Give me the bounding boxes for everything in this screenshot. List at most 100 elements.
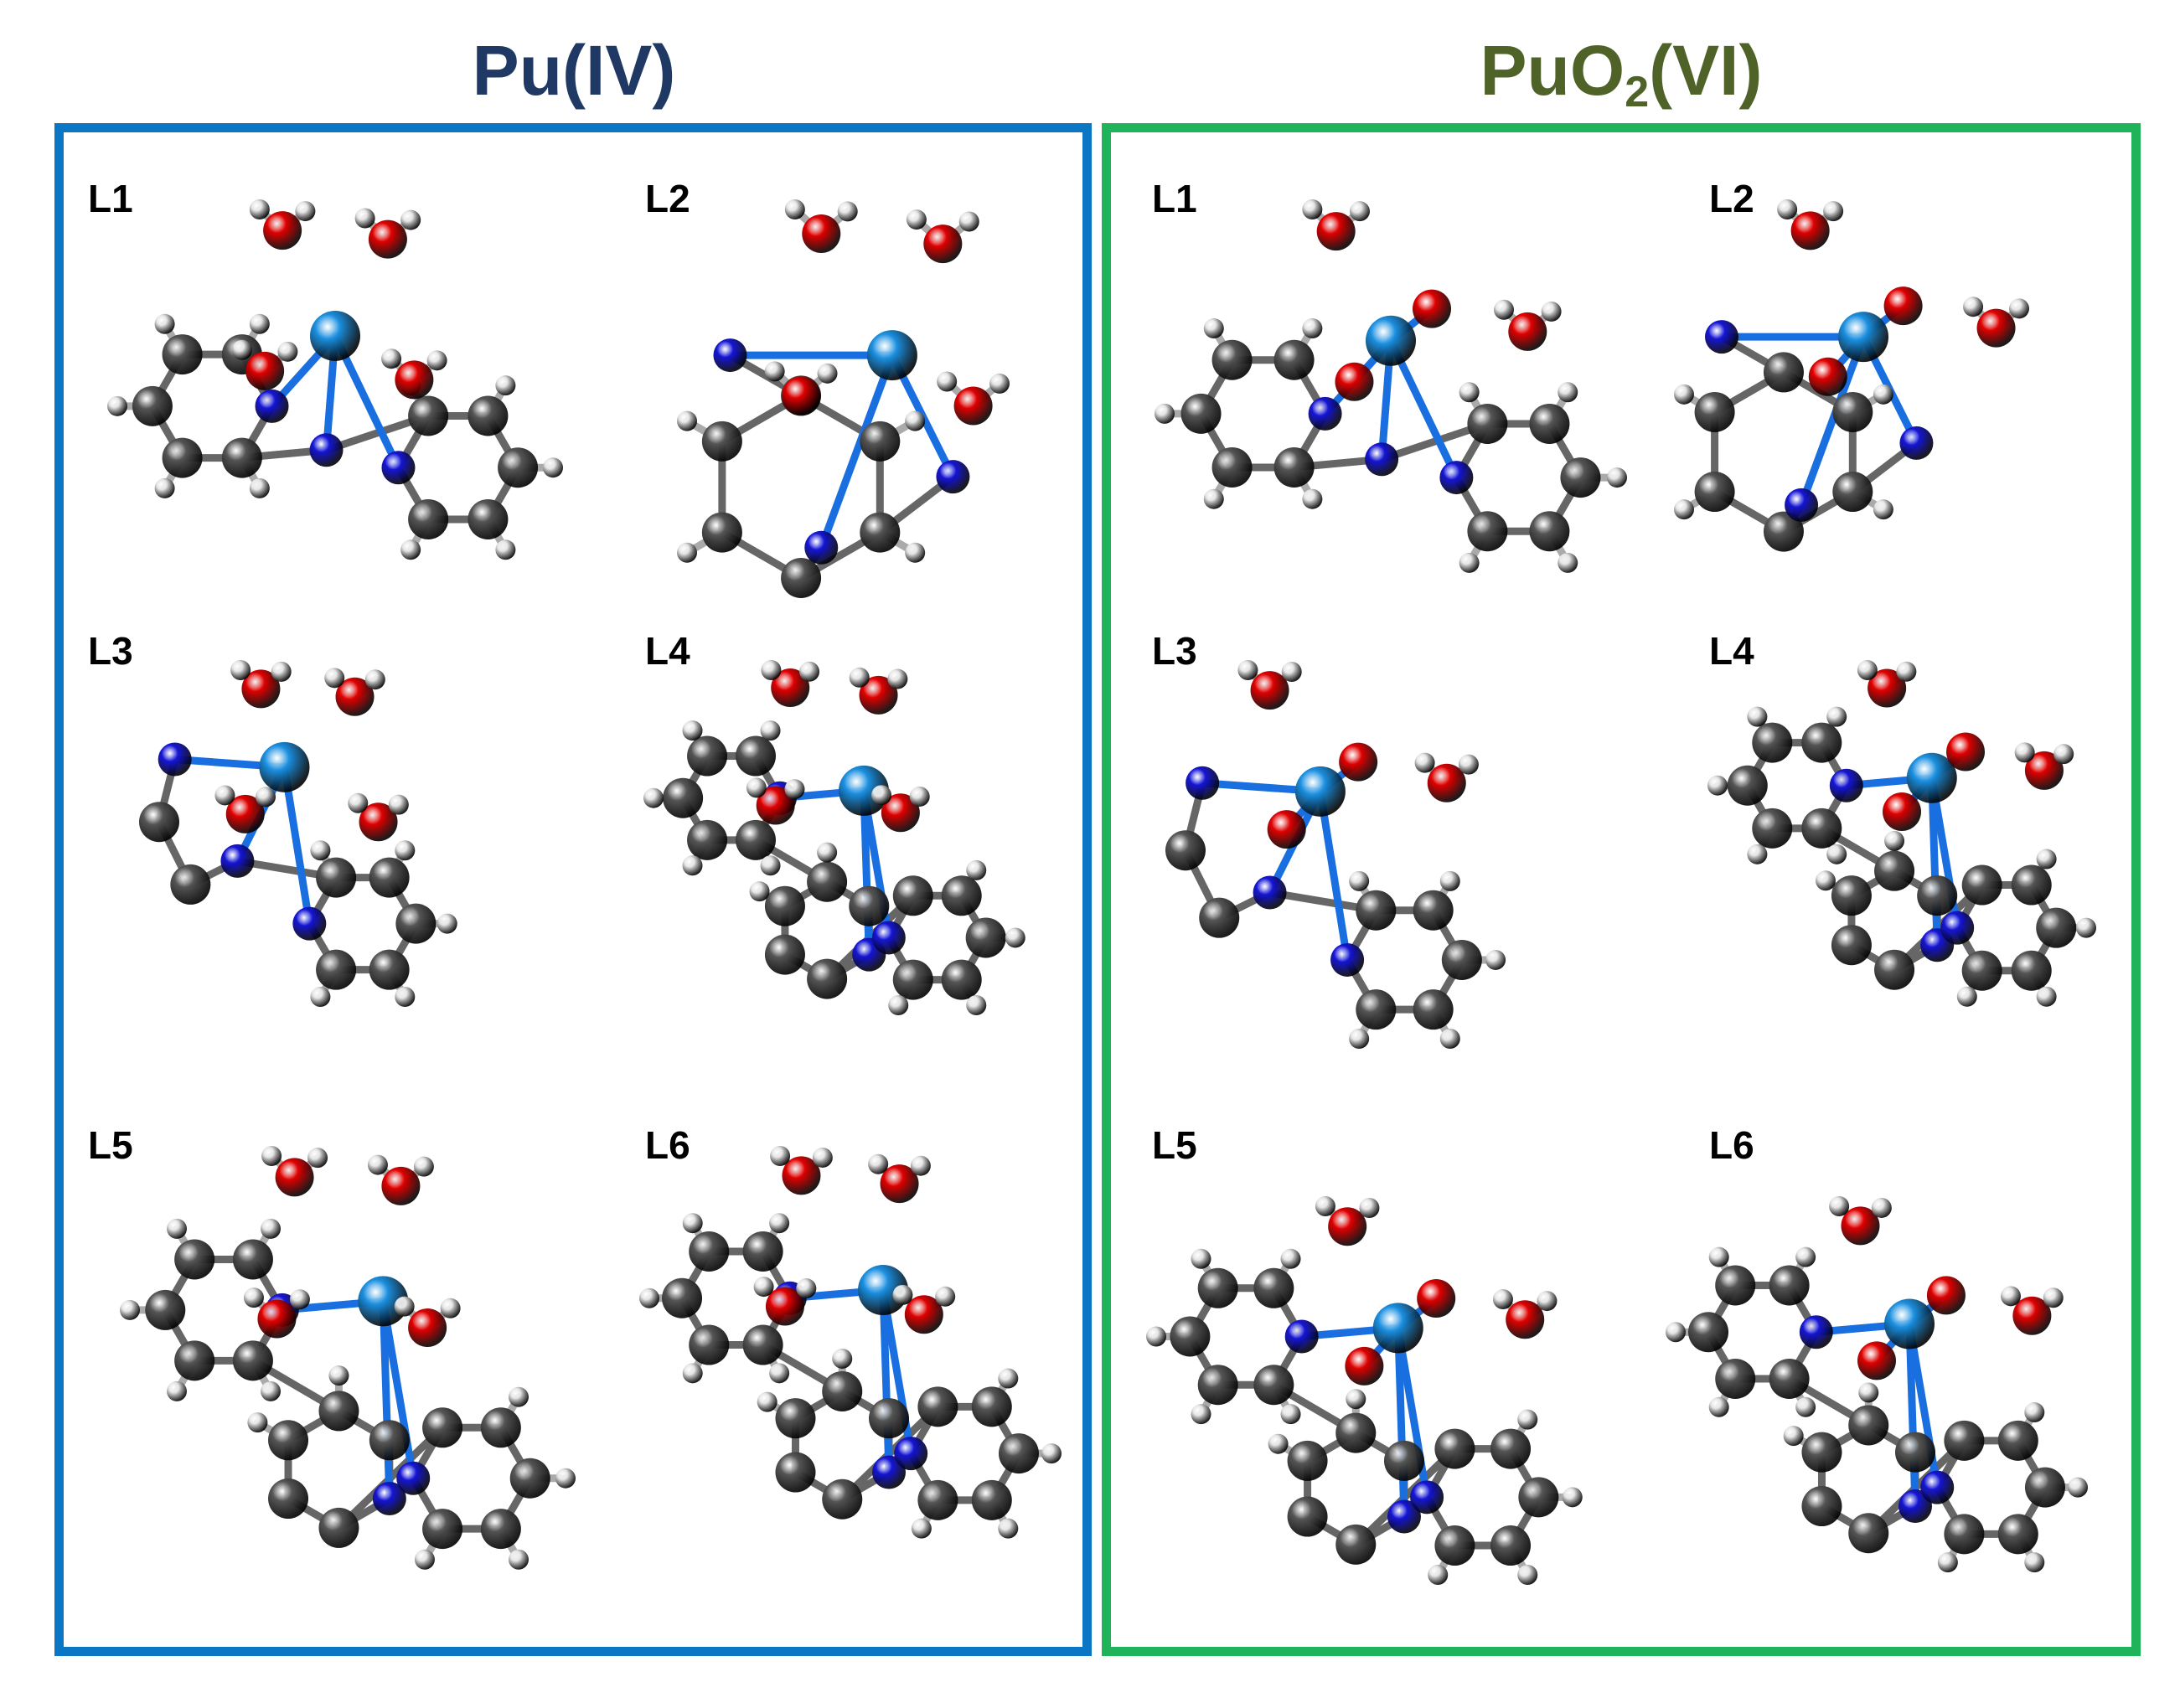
- bond: [1905, 1319, 1919, 1510]
- hydrogen-atom: [2036, 849, 2057, 869]
- carbon-atom: [1763, 352, 1804, 393]
- carbon-atom: [1801, 808, 1842, 849]
- carbon-atom: [1715, 1265, 1756, 1306]
- oxygen-atom: [765, 1287, 804, 1326]
- bond: [1387, 337, 1460, 482]
- oxygen-atom: [1328, 1207, 1367, 1246]
- carbon-atom: [422, 1407, 463, 1448]
- hydrogen-atom: [348, 792, 369, 813]
- plutonium-atom: [358, 1276, 409, 1327]
- hydrogen-atom: [1537, 1291, 1558, 1312]
- hydrogen-atom: [167, 1380, 188, 1401]
- plutonium-atom: [259, 741, 310, 792]
- hydrogen-atom: [1823, 201, 1844, 222]
- nitrogen-atom: [1920, 1470, 1955, 1504]
- oxygen-atom: [1417, 1279, 1456, 1318]
- hydrogen-atom: [1146, 1326, 1166, 1347]
- bond: [1316, 787, 1351, 964]
- nitrogen-atom: [1898, 1489, 1933, 1524]
- hydrogen-atom: [1349, 201, 1370, 222]
- oxygen-atom: [1316, 212, 1356, 251]
- hydrogen-atom: [749, 881, 770, 902]
- carbon-atom: [318, 1507, 359, 1548]
- carbon-atom: [849, 885, 890, 926]
- carbon-atom: [145, 1289, 186, 1330]
- bond: [1394, 1324, 1408, 1521]
- hydrogen-atom: [769, 1213, 790, 1234]
- hydrogen-atom: [1558, 382, 1578, 403]
- hydrogen-atom: [324, 668, 345, 689]
- carbon-atom: [1529, 403, 1570, 444]
- hydrogen-atom: [905, 542, 926, 563]
- nitrogen-atom: [372, 1482, 406, 1516]
- carbon-atom: [1490, 1525, 1532, 1566]
- carbon-atom: [1694, 391, 1735, 432]
- molecule-puo2-vi-l5: [1146, 1196, 1583, 1585]
- carbon-atom: [1273, 446, 1315, 488]
- carbon-atom: [941, 875, 982, 916]
- oxygen-atom: [1867, 668, 1907, 708]
- hydrogen-atom: [1302, 199, 1323, 219]
- hydrogen-atom: [1191, 1248, 1211, 1269]
- carbon-atom: [971, 1479, 1012, 1520]
- hydrogen-atom: [1459, 382, 1480, 403]
- hydrogen-atom: [394, 1296, 415, 1317]
- label-right-l5: L5: [1152, 1123, 1197, 1167]
- carbon-atom: [232, 1340, 273, 1381]
- oxygen-atom: [1926, 1276, 1966, 1315]
- oxygen-atom: [923, 224, 963, 264]
- nitrogen-atom: [1785, 488, 1819, 522]
- carbon-atom: [892, 875, 933, 916]
- hydrogen-atom: [388, 794, 409, 815]
- carbon-atom: [998, 1433, 1039, 1474]
- hydrogen-atom: [495, 539, 516, 560]
- hydrogen-atom: [249, 199, 270, 219]
- hydrogen-atom: [256, 787, 276, 808]
- hydrogen-atom: [892, 1284, 913, 1305]
- plutonium-atom: [1372, 1303, 1423, 1354]
- oxygen-atom: [1508, 312, 1547, 351]
- hydrogen-atom: [958, 211, 979, 232]
- carbon-atom: [1383, 1440, 1424, 1481]
- oxygen-atom: [1790, 211, 1830, 250]
- hydrogen-atom: [910, 1155, 931, 1176]
- oxygen-atom: [245, 351, 285, 390]
- hydrogen-atom: [154, 477, 175, 498]
- hydrogen-atom: [414, 1549, 435, 1570]
- carbon-atom: [1356, 989, 1397, 1030]
- hydrogen-atom: [2001, 1286, 2021, 1307]
- carbon-atom: [1848, 1405, 1889, 1446]
- carbon-atom: [860, 512, 901, 553]
- oxygen-atom: [1335, 362, 1374, 401]
- hydrogen-atom: [998, 1518, 1019, 1539]
- label-right-l3: L3: [1152, 629, 1197, 673]
- label-left-l2: L2: [645, 177, 690, 220]
- carbon-atom: [1874, 949, 1915, 990]
- hydrogen-atom: [998, 1368, 1019, 1389]
- carbon-atom: [1434, 1428, 1475, 1469]
- oxygen-atom: [1412, 289, 1451, 328]
- carbon-atom: [509, 1458, 550, 1499]
- hydrogen-atom: [1492, 1289, 1513, 1310]
- oxygen-atom: [1857, 1341, 1896, 1380]
- hydrogen-atom: [231, 339, 252, 360]
- panel-pu-iv: [54, 123, 1092, 1656]
- plutonium-atom: [310, 310, 360, 361]
- molecule-pu-iv-l6: [639, 1146, 1062, 1539]
- nitrogen-atom: [1940, 911, 1975, 945]
- carbon-atom: [1356, 890, 1397, 931]
- nitrogen-atom: [894, 1437, 928, 1471]
- title-pu-iv: Pu(IV): [472, 31, 676, 110]
- hydrogen-atom: [1826, 706, 1847, 727]
- hydrogen-atom: [639, 1287, 659, 1308]
- hydrogen-atom: [760, 720, 781, 741]
- carbon-atom: [1490, 1428, 1532, 1469]
- hydrogen-atom: [1777, 199, 1798, 219]
- bond: [879, 1286, 893, 1477]
- oxygen-atom: [2024, 751, 2064, 790]
- carbon-atom: [687, 819, 728, 860]
- hydrogen-atom: [1562, 1487, 1583, 1508]
- hydrogen-atom: [167, 1218, 188, 1239]
- carbon-atom: [480, 1407, 521, 1448]
- hydrogen-atom: [682, 1363, 703, 1384]
